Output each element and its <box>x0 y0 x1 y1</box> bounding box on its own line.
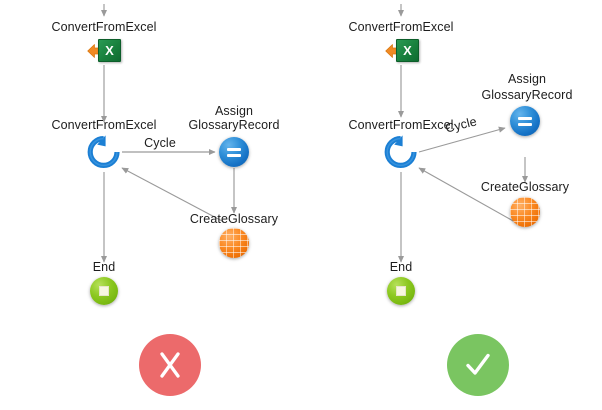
label-create-glossary: CreateGlossary <box>480 180 570 194</box>
label-convert-from-excel-activity: ConvertFromExcel <box>51 20 157 34</box>
label-end: End <box>389 260 413 274</box>
excel-letter-x: X <box>403 43 412 58</box>
verdict-badge-correct <box>447 334 509 396</box>
label-convert-from-excel-cycle: ConvertFromExcel <box>51 118 157 132</box>
excel-import-icon: X <box>87 38 121 64</box>
label-assign-glossary-record-line2: GlossaryRecord <box>188 118 280 132</box>
node-convert-from-excel-cycle[interactable] <box>86 134 122 175</box>
end-stop-icon <box>90 277 118 305</box>
node-end[interactable] <box>387 277 415 305</box>
workflow-panel-incorrect: ConvertFromExcel ConvertFromExcel Assign… <box>51 4 280 396</box>
label-assign-glossary-record-line1: Assign <box>214 104 254 118</box>
node-create-glossary[interactable] <box>510 197 540 227</box>
node-end[interactable] <box>90 277 118 305</box>
node-assign-glossary-record[interactable] <box>510 106 540 136</box>
connector-layer-left <box>100 4 238 263</box>
excel-letter-x: X <box>105 43 114 58</box>
workflow-panel-correct: ConvertFromExcel ConvertFromExcel Assign… <box>301 0 602 410</box>
glossary-sphere-icon <box>510 197 540 227</box>
edge-label-cycle: Cycle <box>144 136 176 150</box>
label-end: End <box>92 260 116 274</box>
verdict-badge-incorrect <box>139 334 201 396</box>
label-convert-from-excel-activity: ConvertFromExcel <box>348 20 454 34</box>
label-convert-from-excel-cycle: ConvertFromExcel <box>348 118 454 132</box>
node-create-glossary[interactable] <box>219 228 249 258</box>
assign-equals-icon <box>219 137 249 167</box>
node-convert-from-excel-cycle[interactable] <box>383 134 419 175</box>
label-create-glossary: CreateGlossary <box>189 212 279 226</box>
cross-icon <box>160 352 180 378</box>
cycle-icon <box>384 135 417 168</box>
check-icon <box>466 353 490 375</box>
label-assign-glossary-record-line2: GlossaryRecord <box>481 88 573 102</box>
end-stop-icon <box>387 277 415 305</box>
excel-square <box>396 39 419 62</box>
connector-layer-right <box>397 4 529 263</box>
cycle-icon <box>87 135 120 168</box>
excel-import-icon: X <box>385 38 419 64</box>
assign-equals-icon <box>510 106 540 136</box>
node-convert-from-excel-activity[interactable]: X <box>385 38 419 64</box>
label-assign-glossary-record-line1: Assign <box>507 72 547 86</box>
glossary-sphere-icon <box>219 228 249 258</box>
excel-square <box>98 39 121 62</box>
node-convert-from-excel-activity[interactable]: X <box>87 38 121 64</box>
node-assign-glossary-record[interactable] <box>219 137 249 167</box>
